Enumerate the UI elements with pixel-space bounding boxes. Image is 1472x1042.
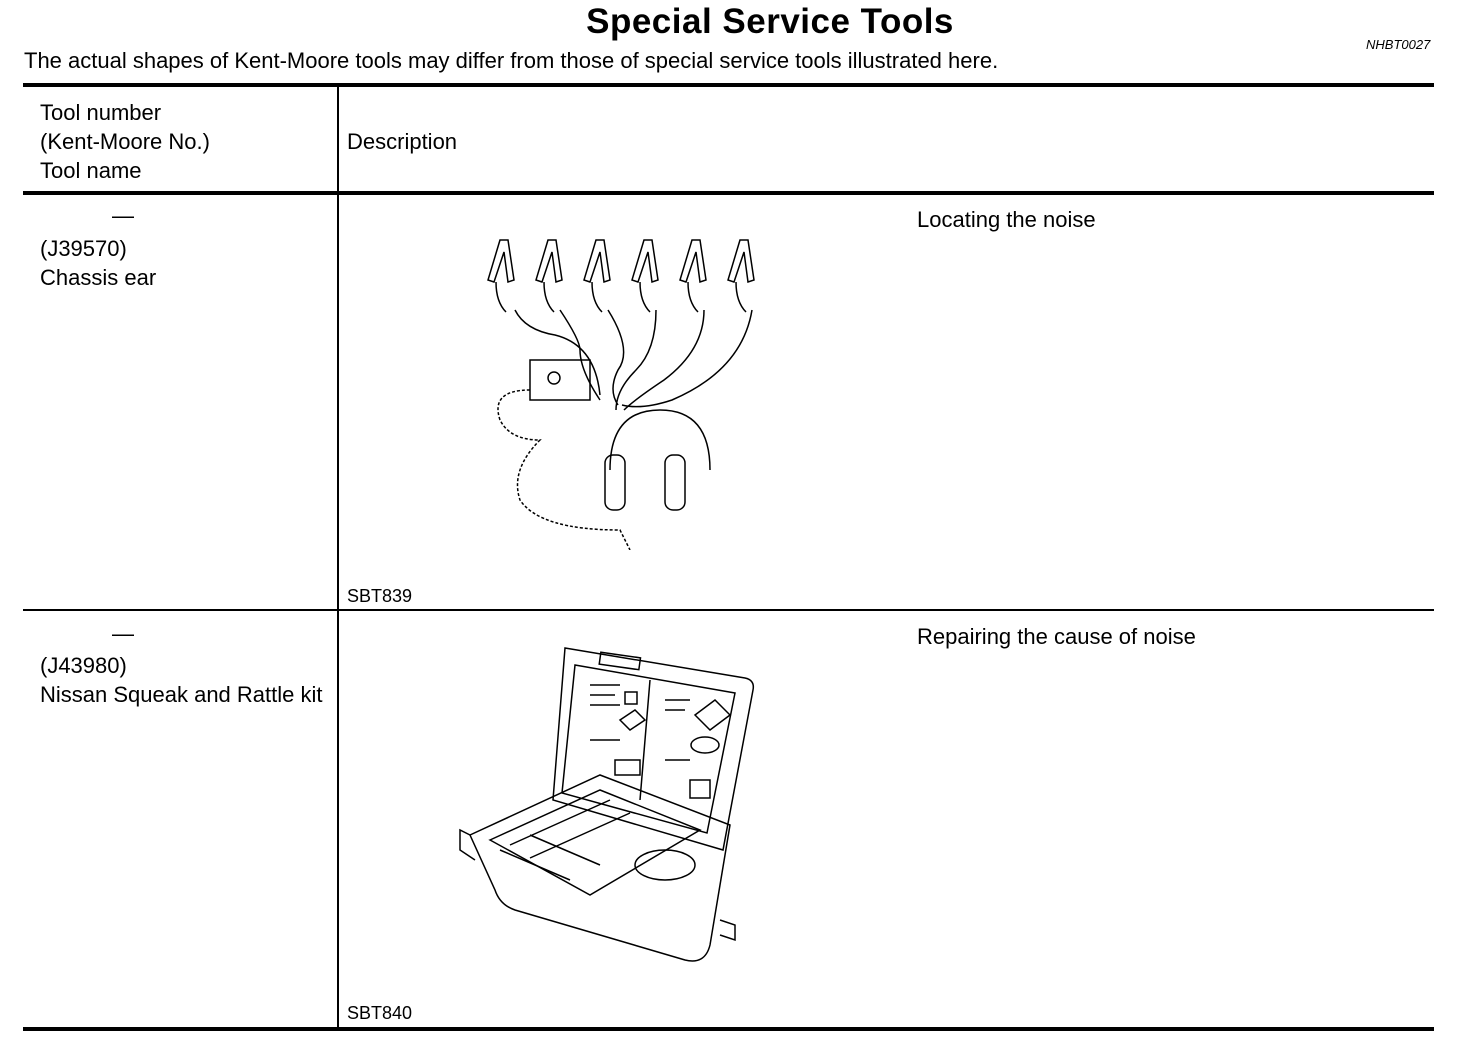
row1-description: Locating the noise [917, 207, 1096, 232]
row2-tool-number: — [112, 621, 134, 646]
clip-icon [535, 239, 563, 313]
row1-figure-code: SBT839 [347, 586, 413, 606]
clip-icon [727, 239, 755, 313]
row2-tool-name: Nissan Squeak and Rattle kit [40, 682, 323, 707]
case-lid-icon [552, 647, 755, 851]
header-bottom-rule [23, 191, 1434, 195]
row1-kent-moore-no: (J39570) [40, 236, 127, 261]
row2-kent-moore-no: (J43980) [40, 653, 127, 678]
header-tool-number: Tool number [40, 100, 162, 125]
table-top-rule [23, 83, 1434, 87]
row2-figure-code: SBT840 [347, 1003, 413, 1023]
column-divider [337, 87, 339, 1029]
header-tool-info: Tool number (Kent-Moore No.) Tool name [40, 98, 210, 185]
squeak-rattle-kit-illustration [459, 647, 755, 962]
page-subtitle: The actual shapes of Kent-Moore tools ma… [24, 48, 999, 73]
document-code: NHBT0027 [1366, 37, 1431, 52]
header-tool-name: Tool name [40, 158, 142, 183]
header-kent-moore-no: (Kent-Moore No.) [40, 129, 210, 154]
clip-icon [583, 239, 611, 313]
headphones-icon [609, 409, 711, 471]
clip-icon [631, 239, 659, 313]
row1-tool-number: — [112, 203, 134, 228]
row-divider [23, 609, 1434, 611]
case-tray-icon [469, 774, 731, 962]
row1-tool-name: Chassis ear [40, 265, 157, 290]
clip-icon [679, 239, 707, 313]
clip-icon [487, 239, 515, 313]
header-description: Description [347, 129, 458, 154]
row2-description: Repairing the cause of noise [917, 624, 1196, 649]
chassis-ear-illustration [487, 239, 755, 550]
page-title: Special Service Tools [586, 2, 954, 41]
table-bottom-rule [23, 1027, 1434, 1031]
